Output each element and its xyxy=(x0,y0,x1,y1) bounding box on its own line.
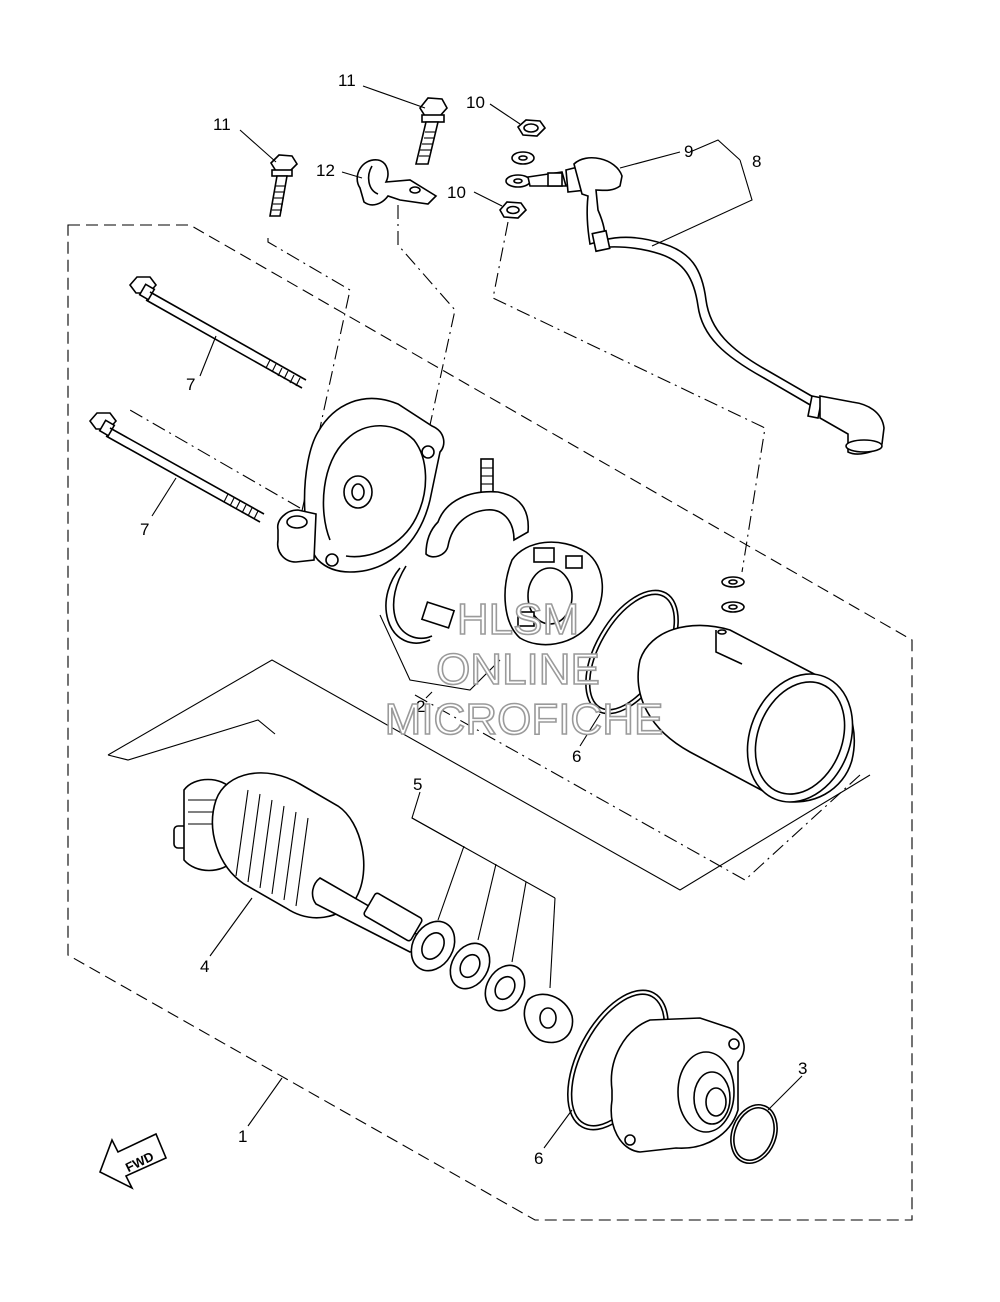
callout-11-right: 11 xyxy=(338,71,356,90)
callout-7-lower: 7 xyxy=(140,520,149,539)
watermark-line-3: MICROFICHE xyxy=(385,695,664,744)
washer-upper xyxy=(511,151,535,165)
watermark-line-2: ONLINE xyxy=(436,645,600,694)
rear-cover xyxy=(610,1017,745,1153)
washer-set-5 xyxy=(410,920,574,1044)
callout-5: 5 xyxy=(413,775,422,794)
yoke-body xyxy=(637,624,856,803)
armature-4 xyxy=(173,772,423,953)
bolt-11-left xyxy=(269,154,299,217)
callout-11-left: 11 xyxy=(213,115,231,134)
callout-6-upper: 6 xyxy=(572,747,581,766)
through-bolt-7-upper xyxy=(128,276,307,389)
callout-9: 9 xyxy=(684,142,693,161)
clamp-12 xyxy=(356,159,438,206)
callout-4: 4 xyxy=(200,957,209,976)
callout-2: 2 xyxy=(416,697,425,716)
bolt-11-right xyxy=(414,97,448,165)
callout-1: 1 xyxy=(238,1127,247,1146)
leader-lines xyxy=(151,85,803,1149)
front-cover-bracket xyxy=(276,397,445,573)
o-ring-3 xyxy=(730,1104,778,1164)
nut-10-lower xyxy=(499,201,528,219)
callout-10-lower: 10 xyxy=(447,183,466,202)
callout-3: 3 xyxy=(798,1059,807,1078)
watermark-line-1: HLSM xyxy=(457,595,579,644)
through-bolt-7-lower xyxy=(88,412,265,523)
lead-wire-8 xyxy=(505,156,885,455)
brush-holder-2 xyxy=(385,458,604,646)
watermark: HLSM ONLINE MICROFICHE xyxy=(384,594,664,745)
nut-10-upper xyxy=(516,119,547,137)
forward-direction-arrow: FWD xyxy=(98,1132,168,1190)
callout-12: 12 xyxy=(316,161,335,180)
callout-6-lower: 6 xyxy=(534,1149,543,1168)
o-ring-3-inner xyxy=(733,1107,775,1161)
assembly-guide-lines xyxy=(107,205,871,891)
assembly-boundary-dashed xyxy=(67,224,913,1221)
callout-10-upper: 10 xyxy=(466,93,485,112)
yoke-washers xyxy=(721,576,745,613)
callout-7-upper: 7 xyxy=(186,375,195,394)
callout-8: 8 xyxy=(752,152,761,171)
callout-labels: 1 2 3 4 5 6 6 7 7 8 9 10 10 11 11 12 xyxy=(140,71,807,1168)
